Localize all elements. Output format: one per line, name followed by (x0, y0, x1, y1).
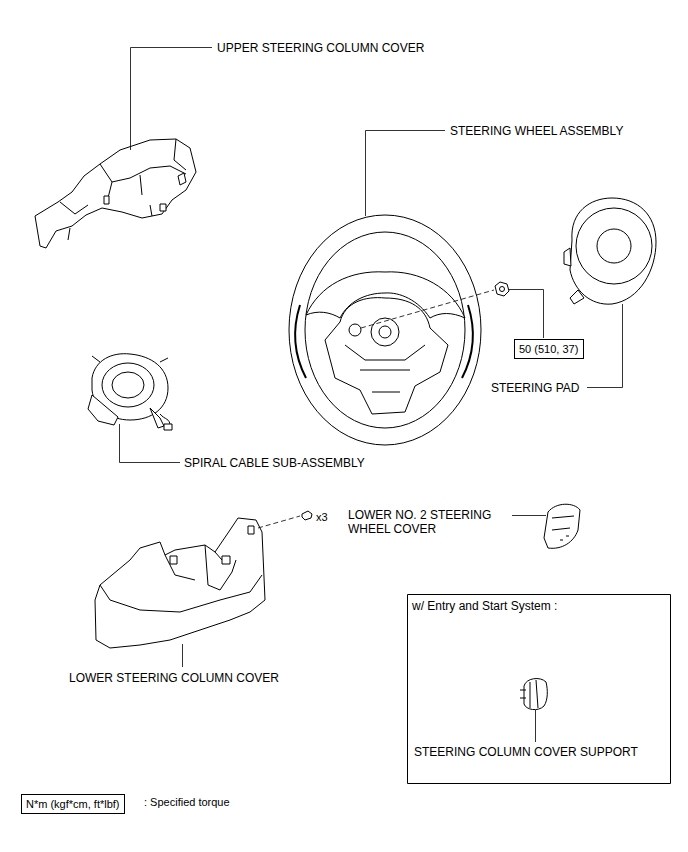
leader-line (131, 48, 213, 151)
part-label: STEERING PAD (491, 381, 579, 395)
leader-line (509, 290, 544, 339)
torque-value: N*m (kgf*cm, ft*lbf) (26, 797, 120, 811)
leader-line (182, 644, 183, 667)
upper-column-cover (35, 139, 196, 248)
part-label: : Specified torque (144, 795, 230, 809)
leader-line (366, 131, 446, 217)
screw (302, 511, 312, 520)
steering-pad (570, 198, 656, 304)
part-label: UPPER STEERING COLUMN COVER (217, 41, 424, 55)
part-label: STEERING WHEEL ASSEMBLY (450, 124, 623, 138)
cover-support (524, 679, 547, 710)
lower-no2-wheel-cover (544, 504, 580, 548)
nut (495, 282, 509, 296)
leader-line (535, 710, 536, 742)
leader-line (120, 424, 181, 463)
part-label: LOWER STEERING COLUMN COVER (69, 671, 279, 685)
part-label: STEERING COLUMN COVER SUPPORT (414, 745, 638, 759)
steering-wheel (289, 215, 481, 445)
leader-line (587, 304, 623, 388)
part-label: LOWER NO. 2 STEERING WHEEL COVER (348, 508, 508, 536)
leader-line (258, 516, 300, 528)
torque-box: N*m (kgf*cm, ft*lbf) (21, 794, 125, 814)
leader-line (512, 515, 546, 516)
variant-heading: w/ Entry and Start System : (412, 599, 557, 613)
torque-box: 50 (510, 37) (514, 339, 584, 359)
torque-value: 50 (510, 37) (519, 342, 579, 356)
lower-column-cover (95, 518, 265, 648)
part-label: x3 (316, 510, 328, 524)
leader-line (361, 290, 494, 328)
part-label: SPIRAL CABLE SUB-ASSEMBLY (184, 456, 365, 470)
variant-box-border (408, 595, 671, 784)
variant-box: w/ Entry and Start System : STEERING COLU… (407, 594, 671, 784)
